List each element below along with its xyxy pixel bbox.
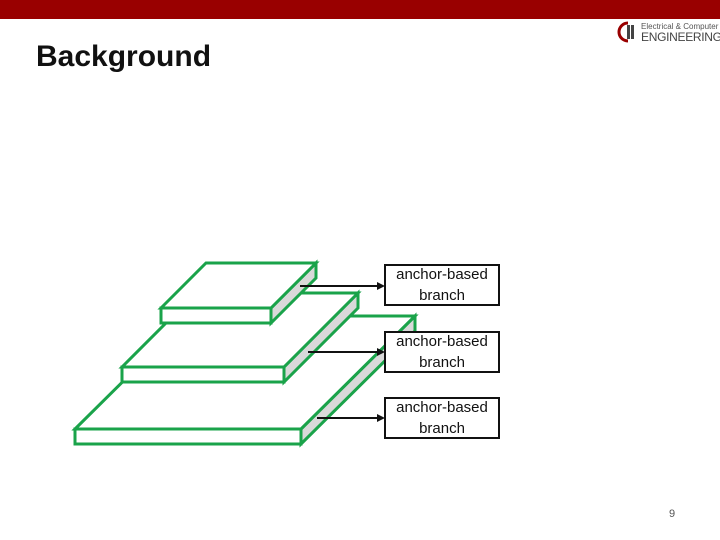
branch-box-middle: anchor-based branch	[384, 331, 500, 373]
slab-top	[157, 259, 320, 327]
branch-box-top: anchor-based branch	[384, 264, 500, 306]
logo-line-2: ENGINEERING	[641, 30, 720, 44]
slide-title: Background	[36, 40, 212, 73]
department-logo: Electrical & Computer ENGINEERING	[617, 20, 720, 44]
branch-box-bottom: anchor-based branch	[384, 397, 500, 439]
arrow-bottom	[317, 414, 385, 422]
logo-line-1: Electrical & Computer	[641, 22, 719, 31]
logo-mark-icon	[617, 21, 634, 43]
slide-number: 9	[668, 508, 676, 520]
top-bar	[0, 0, 720, 19]
arrow-middle	[308, 348, 385, 356]
arrow-top	[300, 282, 385, 290]
